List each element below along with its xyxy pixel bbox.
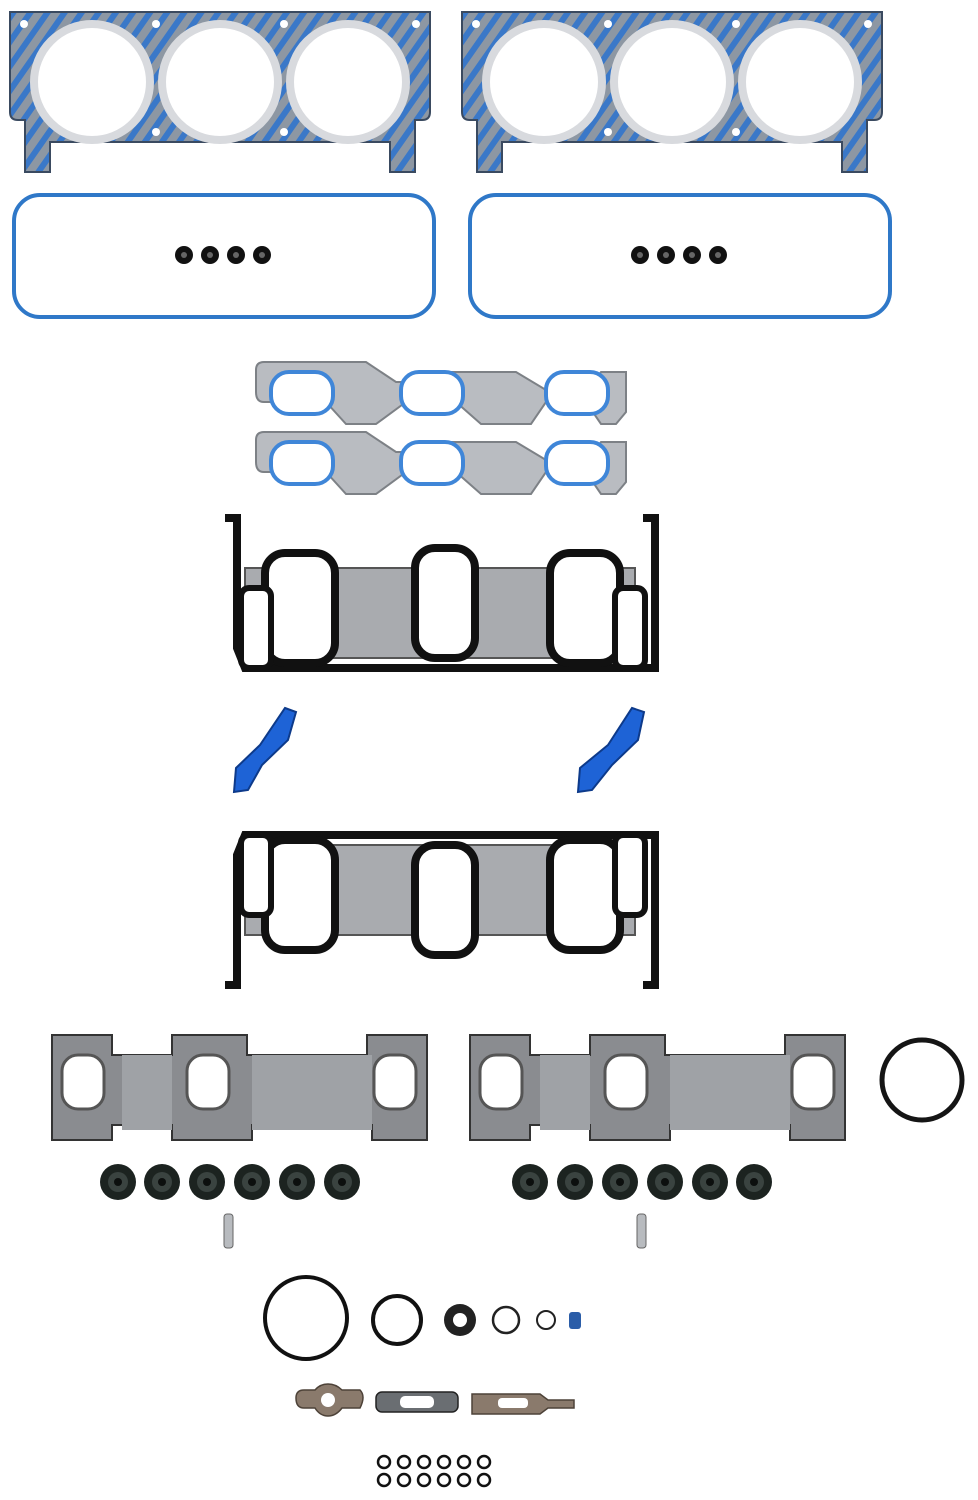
o-ring-icon [263,1275,581,1361]
valve-stem-seal-icon [100,1164,360,1200]
head-gasket-icon [10,12,430,172]
exhaust-gasket-icon [50,1033,429,1142]
intake-port-gasket-icon [254,430,628,496]
manifold-gasket-icon [225,815,655,985]
dowel-pin-icon [636,1213,647,1249]
o-ring-icon [376,1454,492,1488]
valve-stem-seal-icon [512,1164,772,1200]
exhaust-gasket-icon [468,1033,847,1142]
o-ring-icon [879,1037,965,1123]
intake-port-gasket-icon [254,360,628,426]
manifold-gasket-icon [225,518,655,688]
dowel-pin-icon [223,1213,234,1249]
flange-gasket-icon [295,1383,364,1417]
flange-gasket-icon [471,1393,575,1415]
head-gasket-icon [462,12,882,172]
flange-gasket-icon [375,1391,459,1413]
valve-cover-gasket-icon [12,193,436,319]
coolant-seal-icon [232,706,298,794]
valve-cover-gasket-icon [468,193,892,319]
coolant-seal-icon [576,706,646,794]
